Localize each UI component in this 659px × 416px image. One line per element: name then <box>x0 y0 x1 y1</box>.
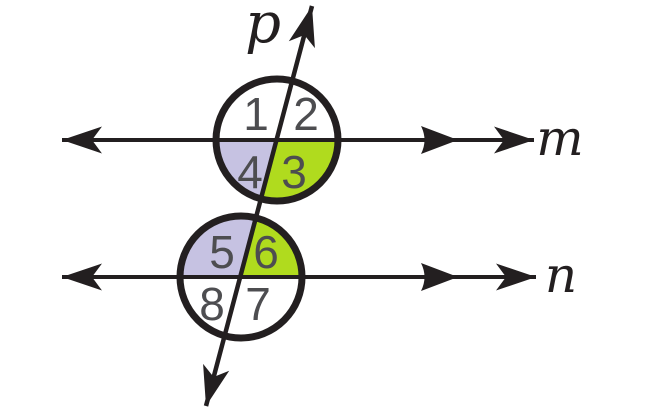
angle-1-label: 1 <box>243 88 269 140</box>
lower-intersection-circle <box>176 212 306 342</box>
angle-sectors <box>182 140 335 277</box>
arrowheads <box>62 6 536 406</box>
line-m-parallel-mark-arrowhead <box>421 126 458 154</box>
angle-5-sector <box>182 218 256 277</box>
angle-8-label: 8 <box>199 278 225 330</box>
line-name-labels: p m n <box>245 0 584 304</box>
angle-number-labels: 1 2 3 4 5 6 7 8 <box>199 88 319 330</box>
line-m-left-arrowhead <box>62 126 102 154</box>
angle-6-label: 6 <box>253 226 279 278</box>
angle-3-label: 3 <box>281 146 307 198</box>
angle-6-sector <box>241 220 299 277</box>
angle-3-sector <box>262 140 335 198</box>
line-n-right-arrowhead <box>496 263 536 291</box>
angle-4-sector <box>219 140 277 197</box>
transversal-bottom-arrowhead <box>203 363 230 406</box>
line-n-label: n <box>545 246 577 304</box>
transversal-p <box>203 5 315 407</box>
transversal-p-label: p <box>245 0 281 56</box>
line-n-parallel-mark-arrowhead <box>421 263 458 291</box>
line-m-label: m <box>536 109 583 167</box>
transversal-top-arrowhead <box>288 6 315 49</box>
angle-7-label: 7 <box>245 278 271 330</box>
line-m-right-arrowhead <box>494 126 534 154</box>
angle-5-label: 5 <box>209 226 235 278</box>
line-n-left-arrowhead <box>62 263 102 291</box>
angle-2-label: 2 <box>293 88 319 140</box>
angle-4-label: 4 <box>237 146 263 198</box>
upper-intersection-circle <box>212 75 342 205</box>
